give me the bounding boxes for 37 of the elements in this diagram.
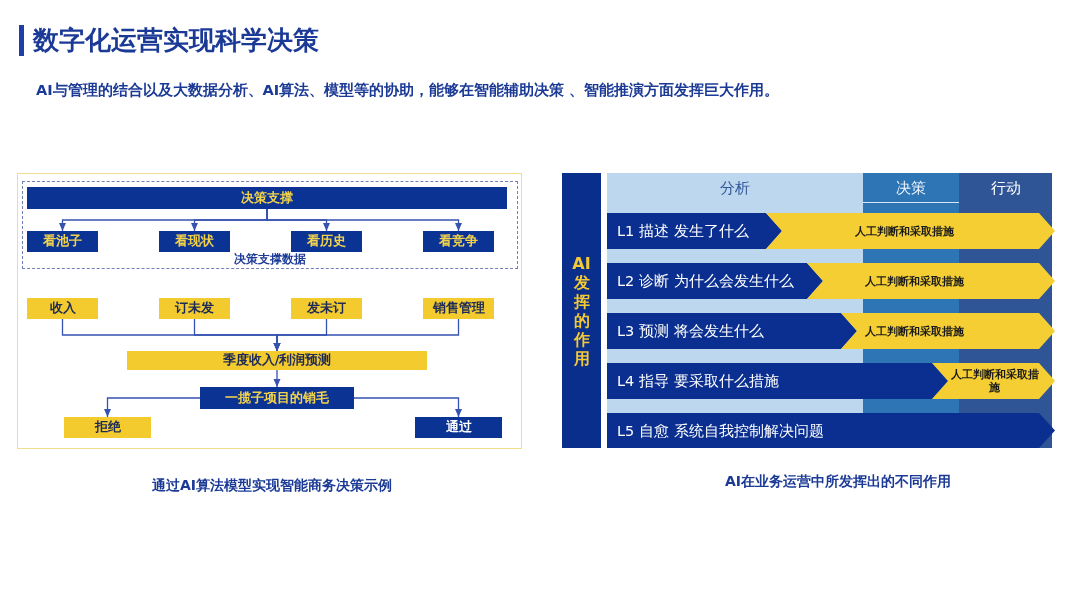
figure-caption: 通过AI算法模型实现智能商务决策示例 [152, 476, 392, 495]
column-header: 行动 [959, 173, 1052, 203]
outcome-box: 拒绝 [64, 417, 151, 438]
pentagon-banner: L2 诊断 为什么会发生什么 [607, 263, 823, 299]
figure-caption: AI在业务运营中所发挥出的不同作用 [725, 472, 951, 491]
process-box: 看历史 [291, 231, 362, 252]
header-bar: 决策支撑 [27, 187, 507, 209]
pentagon-banner: L5 自愈 系统自我控制解决问题 [607, 413, 1055, 448]
process-box: 看现状 [159, 231, 230, 252]
connector-arrow [104, 397, 201, 418]
process-box: 一揽子项目的销毛 [200, 387, 354, 409]
pentagon-banner: L3 预测 将会发生什么 [607, 313, 857, 349]
connector-arrow [273, 318, 460, 352]
column-header: 决策 [863, 173, 959, 203]
forecast-bar: 季度收入/利润预测 [127, 351, 427, 370]
input-box: 收入 [27, 298, 98, 319]
group-label: 决策支撑数据 [234, 252, 306, 267]
input-box: 发未订 [291, 298, 362, 319]
input-box: 销售管理 [423, 298, 494, 319]
input-box: 订未发 [159, 298, 230, 319]
process-box: 看竞争 [423, 231, 494, 252]
chevron-banner: 人工判断和采取措施 [807, 263, 1055, 299]
chevron-banner: 人工判断和采取措施 [766, 213, 1055, 249]
slide-title: 数字化运营实现科学决策 [33, 24, 319, 57]
connector-arrow [266, 208, 462, 232]
chevron-banner: 人工判断和采取措施 [841, 313, 1055, 349]
chevron-banner: 人工判断和采取措施 [932, 363, 1055, 399]
subtitle-text: AI与管理的结合以及大数据分析、AI算法、模型等的协助，能够在智能辅助决策 、智能推演方面发挥巨大作用。 [36, 81, 780, 100]
pentagon-banner: L4 指导 要采取什么措施 [607, 363, 948, 399]
connector-arrow [353, 397, 462, 418]
column-header: 分析 [607, 173, 863, 203]
connector-arrow [273, 369, 281, 388]
process-box: 看池子 [27, 231, 98, 252]
vertical-band: AI发挥的作用 [562, 173, 601, 448]
dashed-group-box [22, 181, 518, 269]
pentagon-banner: L1 描述 发生了什么 [607, 213, 782, 249]
outcome-box: 通过 [415, 417, 502, 438]
